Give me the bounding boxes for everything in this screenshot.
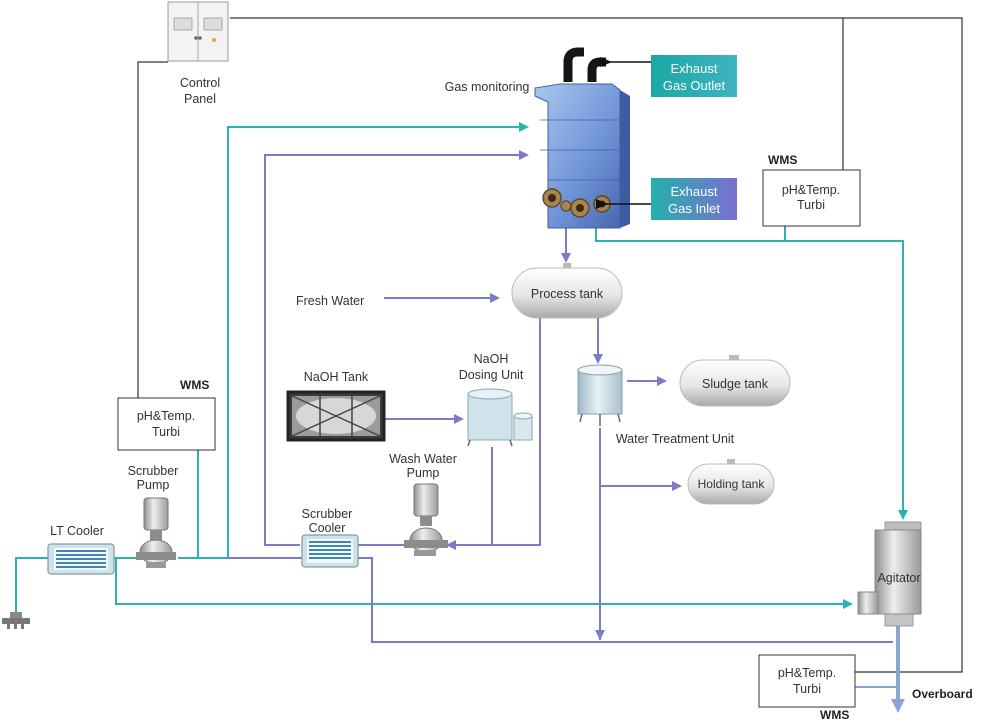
lt-cooler: [47, 543, 115, 575]
water-treatment-label: Water Treatment Unit: [616, 432, 735, 446]
naoh-dosing-label-1: NaOH: [474, 352, 509, 366]
exhaust-inlet-box: [651, 178, 737, 220]
holding-tank: [687, 459, 775, 505]
scrubber-cooler: [301, 534, 359, 568]
sea-inlet-valve: [2, 612, 30, 629]
process-tank: [511, 263, 623, 324]
holding-tank-label: Holding tank: [698, 477, 766, 491]
wms-left-box: [117, 397, 216, 451]
wms-left-line-2: Turbi: [152, 425, 180, 439]
wms-top-title: WMS: [768, 153, 797, 167]
wms-bottom-title: WMS: [820, 708, 849, 722]
wms-left-title: WMS: [180, 378, 209, 392]
wms-top-box: [762, 169, 861, 227]
control-panel-cabinet: [167, 1, 229, 62]
exhaust-inlet-label-2: Gas Inlet: [668, 201, 720, 216]
exhaust-outlet-label-1: Exhaust: [671, 61, 718, 76]
fresh-water-label: Fresh Water: [296, 294, 364, 308]
wash-water-pump: [404, 483, 448, 556]
exhaust-outlet-box: [651, 55, 737, 97]
scrubber-cooler-label-1: Scrubber: [302, 507, 353, 521]
wash-water-pump-label-1: Wash Water: [389, 452, 457, 466]
wms-bottom-line-2: Turbi: [793, 682, 821, 696]
scrubber-cooler-label-2: Cooler: [309, 521, 346, 535]
scrubber-pump-label-1: Scrubber: [128, 464, 179, 478]
exhaust-pipes: [563, 47, 606, 82]
scrubber-pump-label-2: Pump: [137, 478, 170, 492]
gas-monitoring-label: Gas monitoring: [445, 80, 530, 94]
sludge-tank-label: Sludge tank: [702, 377, 769, 391]
exhaust-inlet-label-1: Exhaust: [671, 184, 718, 199]
overboard-label: Overboard: [912, 687, 973, 701]
naoh-tank-label: NaOH Tank: [304, 370, 369, 384]
wms-bottom-box: [758, 654, 856, 708]
signal-lines: [137, 17, 963, 673]
control-panel-label-2: Panel: [184, 92, 216, 106]
wash-water-pump-label-2: Pump: [407, 466, 440, 480]
sludge-tank: [679, 355, 791, 407]
agitator: [857, 521, 922, 627]
wms-left-line-1: pH&Temp.: [137, 409, 195, 423]
naoh-dosing-unit: [467, 388, 533, 447]
exhaust-outlet-label-2: Gas Outlet: [663, 78, 726, 93]
lt-cooler-label: LT Cooler: [50, 524, 104, 538]
scrubber-pump: [136, 497, 176, 568]
process-tank-label: Process tank: [531, 287, 604, 301]
purple-flow-lines: [228, 150, 893, 643]
scrubber-tower: [534, 83, 630, 229]
naoh-dosing-label-2: Dosing Unit: [459, 368, 524, 382]
wms-bottom-line-1: pH&Temp.: [778, 666, 836, 680]
agitator-label: Agitator: [877, 571, 920, 585]
naoh-tank-container: [286, 390, 386, 442]
wms-top-line-2: Turbi: [797, 198, 825, 212]
water-treatment-unit: [577, 364, 623, 426]
control-panel-label-1: Control: [180, 76, 220, 90]
wms-top-line-1: pH&Temp.: [782, 183, 840, 197]
